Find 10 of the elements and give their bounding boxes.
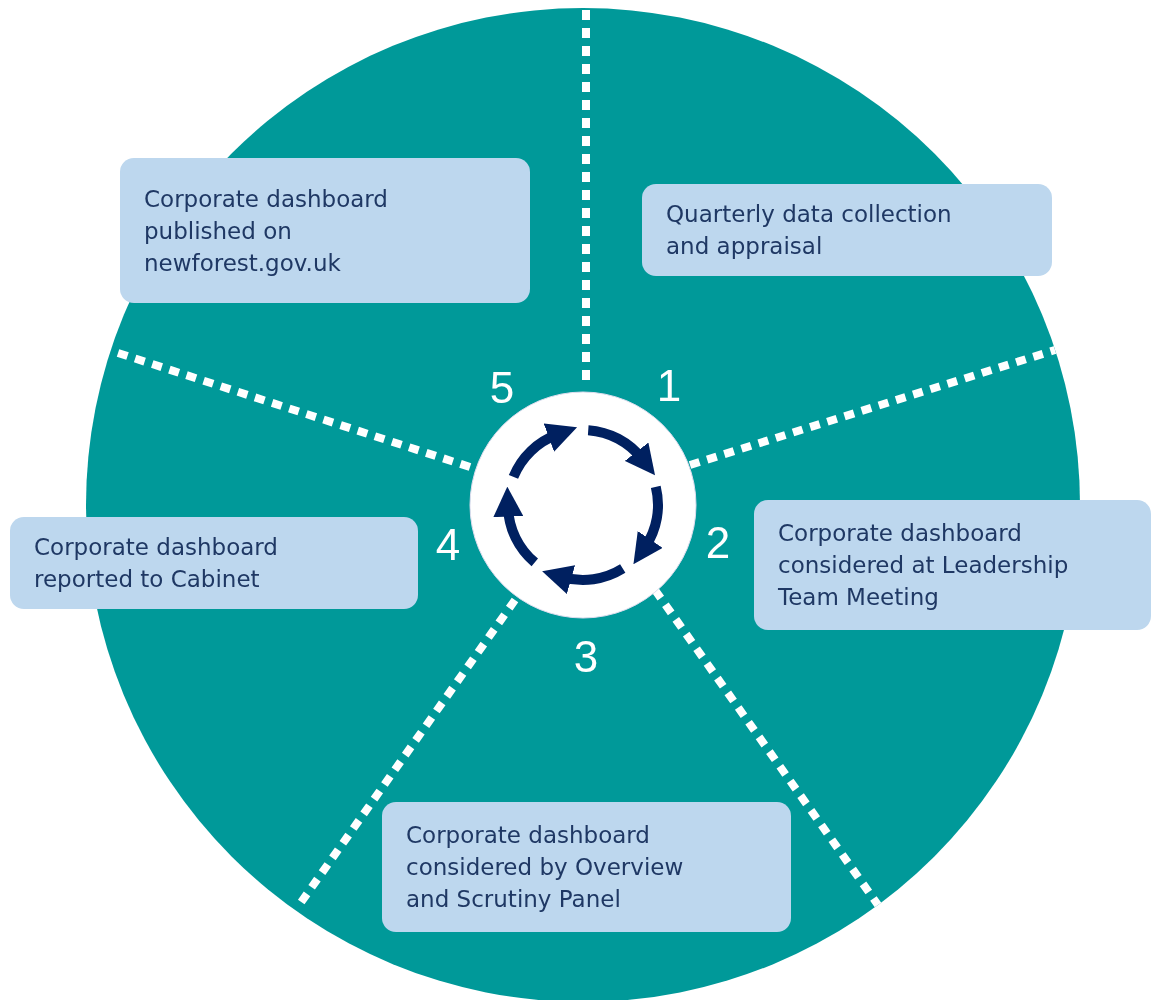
text-box: Corporate dashboard considered at Leadership Team Meeting [754,500,1151,630]
text-box: Corporate dashboard considered by Overview and Scrutiny Panel [382,802,791,932]
text-box: Quarterly data collection and appraisal [642,184,1052,276]
step-number: 1 [656,364,682,408]
step-number: 4 [435,523,461,567]
step-number: 5 [489,366,515,410]
step-number: 2 [705,521,731,565]
step-number: 3 [573,635,599,679]
text-box: Corporate dashboard published on newforest.gov.uk [120,158,530,303]
text-box: Corporate dashboard reported to Cabinet [10,517,418,609]
